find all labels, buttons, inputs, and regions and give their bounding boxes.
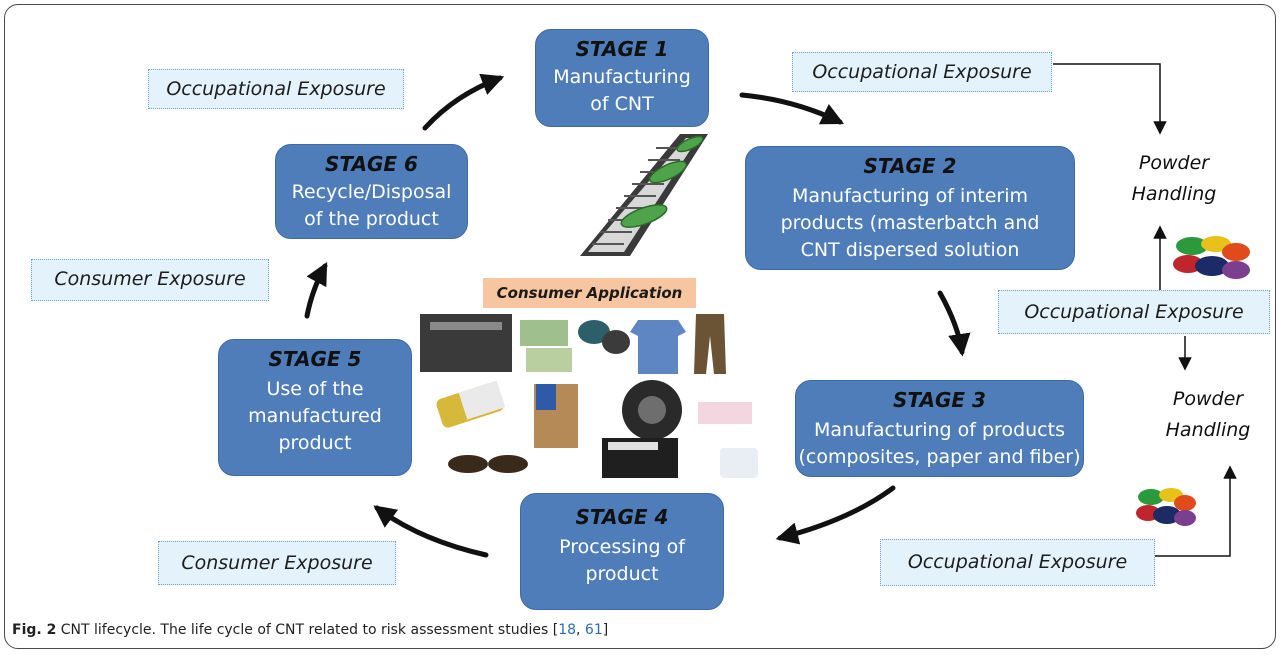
reference-link[interactable]: 18: [558, 622, 577, 638]
stage-5-title: STAGE 5: [268, 347, 362, 371]
arrow-stage3-to-stage4: [775, 485, 896, 545]
arrow-stage2-to-stage3: [937, 290, 971, 357]
stage-2-description: Manufacturing of interim products (maste…: [780, 185, 1040, 261]
stage-6-title: STAGE 6: [325, 152, 418, 176]
caption-text: CNT lifecycle. The life cycle of CNT rel…: [56, 622, 559, 638]
caption-label: Fig. 2: [12, 622, 57, 638]
stage-4-title: STAGE 4: [575, 505, 669, 529]
occupational-exposure-label: Occupational Exposure: [792, 52, 1052, 92]
occupational-exposure-label: Occupational Exposure: [148, 69, 404, 109]
stage-1-description: Manufacturing of CNT: [553, 66, 691, 115]
stage-4-box: STAGE 4 Processing of product: [520, 493, 724, 610]
consumer-application-title: Consumer Application: [483, 278, 696, 308]
connector-top-occupational-to-powder: [1053, 63, 1167, 135]
stage-4-description: Processing of product: [559, 536, 685, 585]
arrow-stage1-to-stage2: [739, 92, 845, 125]
powder-handling-label: Powder Handling: [1165, 388, 1251, 441]
occupational-exposure-label: Occupational Exposure: [880, 539, 1155, 586]
stage-2-title: STAGE 2: [863, 154, 957, 178]
stage-1-box: STAGE 1 Manufacturing of CNT: [535, 29, 709, 127]
figure-caption: Fig. 2 CNT lifecycle. The life cycle of …: [12, 622, 608, 638]
stage-5-description: Use of the manufactured product: [248, 378, 382, 454]
pigment-powder-image: [1136, 488, 1196, 526]
consumer-exposure-label: Consumer Exposure: [31, 259, 269, 301]
pigment-powder-image: [1173, 236, 1250, 279]
stage-6-description: Recycle/Disposal of the product: [291, 181, 452, 230]
stage-3-description: Manufacturing of products (composites, p…: [798, 419, 1081, 468]
arrow-stage4-to-stage5: [373, 505, 489, 558]
stage-3-box: STAGE 3 Manufacturing of products (compo…: [795, 380, 1084, 477]
arrow-stage6-to-stage1: [422, 73, 505, 131]
arrow-stage5-to-stage6: [304, 262, 328, 319]
reference-link[interactable]: 61: [584, 622, 603, 638]
powder-handling-label: Powder Handling: [1131, 152, 1217, 205]
consumer-exposure-label: Consumer Exposure: [158, 541, 396, 585]
stage-2-box: STAGE 2 Manufacturing of interim product…: [745, 146, 1075, 270]
caption-end: ]: [602, 622, 609, 638]
caption-separator: ,: [576, 622, 585, 638]
figure-frame: [4, 4, 1276, 649]
stage-3-title: STAGE 3: [893, 388, 986, 412]
consumer-products-collage: [420, 314, 758, 478]
cnt-conveyor-image: [580, 134, 708, 256]
stage-5-box: STAGE 5 Use of the manufactured product: [218, 339, 412, 476]
connector-bottom-occupational-to-powder: [1155, 465, 1237, 557]
stage-6-box: STAGE 6 Recycle/Disposal of the product: [275, 144, 468, 239]
occupational-exposure-label: Occupational Exposure: [998, 290, 1270, 334]
stage-1-title: STAGE 1: [575, 37, 669, 61]
